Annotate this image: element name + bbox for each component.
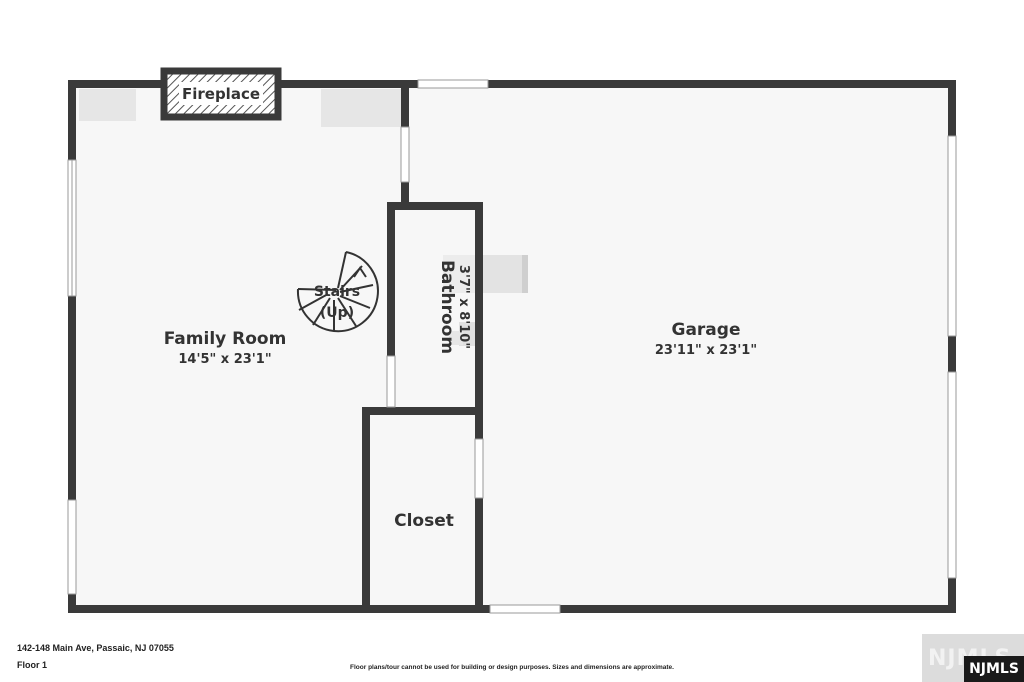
garage-dims: 23'11" x 23'1" [655,343,757,358]
bathroom-name: Bathroom [437,260,457,354]
bathroom-sink [481,255,528,293]
bathroom-dims: 3'7" x 8'10" [456,265,471,349]
closet-name: Closet [394,511,454,531]
family-room-name: Family Room [164,329,287,349]
toilet-bowl [449,331,463,345]
floor-label: Floor 1 [17,660,48,670]
bathroom-sink-edge [522,255,528,293]
family-room-floor [72,84,406,609]
family-room-fixture-left [79,89,136,121]
family-room-fixture-right [321,89,402,127]
bathroom-fixture [443,255,481,293]
garage-name: Garage [672,320,741,340]
property-address: 142-148 Main Ave, Passaic, NJ 07055 [17,643,174,653]
garage-floor [406,84,952,609]
njmls-logo: NJMLS [964,656,1024,682]
disclaimer: Floor plans/tour cannot be used for buil… [350,664,674,671]
stairs-label: Stairs [314,284,360,300]
stairs-icon [296,251,379,333]
stairs-label-up: (Up) [320,305,354,321]
family-room-dims: 14'5" x 23'1" [178,352,271,367]
fireplace-label-bg [179,82,263,105]
windows [67,79,957,614]
fireplace-label: Fireplace [182,85,260,103]
